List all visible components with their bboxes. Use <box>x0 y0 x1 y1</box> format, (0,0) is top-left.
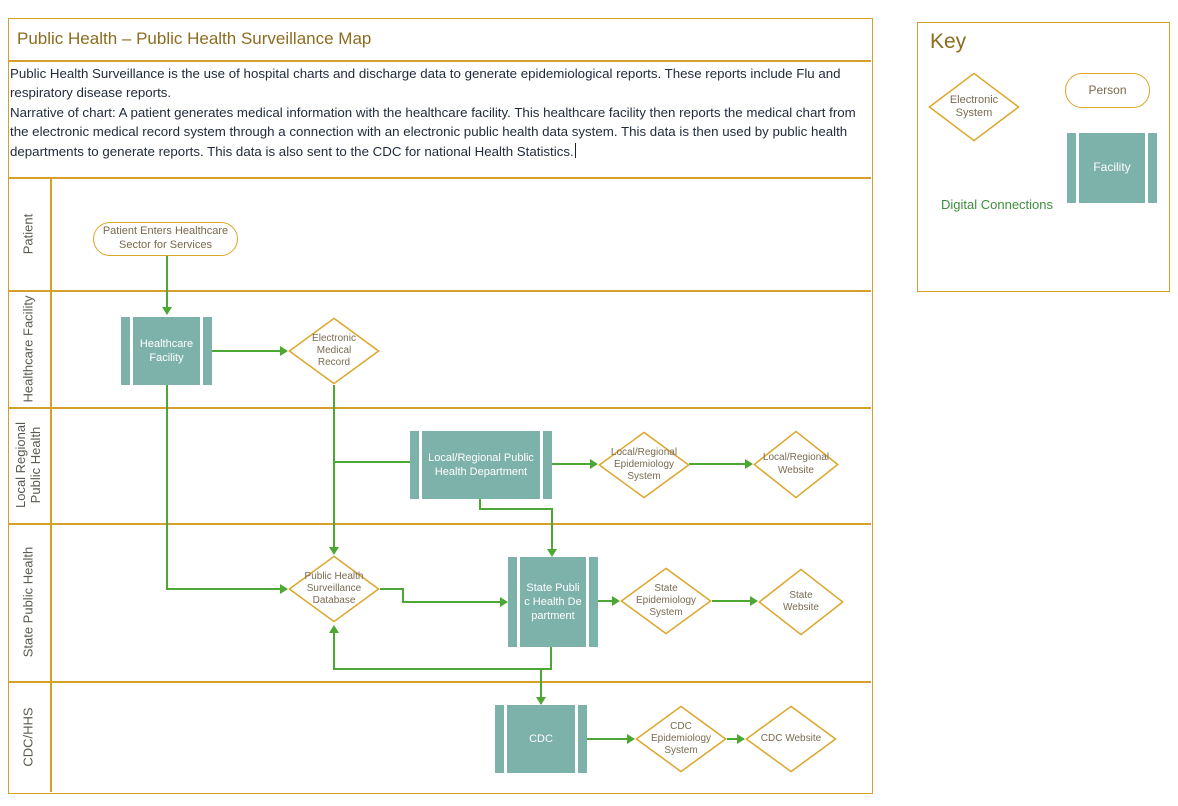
sidebar-stripe <box>130 317 133 385</box>
node-cdc-website[interactable]: CDC Website <box>745 705 837 773</box>
node-patient-enters-healthcare[interactable]: Patient Enters Healthcare Sector for Ser… <box>93 222 238 256</box>
connector-cdc-epi-to-cdc-website[interactable] <box>727 738 737 740</box>
connector-state-phd-to-cdc[interactable] <box>540 668 542 697</box>
arrowhead <box>329 547 339 555</box>
sidebar-stripe <box>586 557 589 647</box>
connector-emr-branch-to-local-phd[interactable] <box>334 461 410 463</box>
arrowhead <box>745 459 753 469</box>
key-person[interactable]: Person <box>1065 73 1150 108</box>
diamond-shape <box>620 567 712 635</box>
swimlane-label-patient[interactable]: Patient <box>20 213 36 254</box>
connector-local-phd-to-state-phd[interactable] <box>479 508 553 510</box>
arrowhead <box>536 697 546 705</box>
connector-state-phd-feedback[interactable] <box>550 647 552 670</box>
connector-local-phd-to-state-phd[interactable] <box>551 508 553 549</box>
connector-phs-database-to-state-phd[interactable] <box>402 588 404 603</box>
connector-state-phd-feedback[interactable] <box>333 668 552 670</box>
arrowhead <box>162 307 172 315</box>
swimlane-label-local-regional-public-health[interactable]: Local Regional Public Health <box>13 422 43 509</box>
arrowhead <box>280 584 288 594</box>
sidebar-stripe <box>200 317 203 385</box>
sidebar-stripe <box>517 557 520 647</box>
swimlane-label-cdc-hhs[interactable]: CDC/HHS <box>20 706 36 767</box>
connector-facility-to-phs-database[interactable] <box>166 385 168 590</box>
node-state-public-health-department[interactable]: State Public Health Department <box>508 557 598 647</box>
sidebar-stripe <box>1076 133 1079 203</box>
connector-state-epi-to-state-website[interactable] <box>712 600 750 602</box>
diamond-shape <box>288 555 380 623</box>
connector-phs-database-to-state-phd[interactable] <box>380 588 404 590</box>
key-digital-connections-label: Digital Connections <box>941 197 1054 212</box>
key-panel <box>917 22 1170 292</box>
diagram-frame <box>8 18 873 794</box>
key-title: Key <box>930 30 967 53</box>
arrowhead <box>627 734 635 744</box>
node-cdc-epidemiology-system[interactable]: CDC Epidemiology System <box>635 705 727 773</box>
description-text[interactable]: Public Health Surveillance is the use of… <box>10 64 866 161</box>
sidebar-stripe <box>575 705 578 773</box>
lane-divider <box>8 407 871 409</box>
node-public-health-surveillance-database[interactable]: Public Health Surveillance Database <box>288 555 380 623</box>
lane-divider <box>8 523 871 525</box>
diamond-shape <box>928 72 1020 142</box>
lane-divider <box>8 290 871 292</box>
connector-local-epi-to-local-website[interactable] <box>689 463 745 465</box>
connector-state-phd-to-state-epi[interactable] <box>598 600 612 602</box>
arrowhead <box>500 597 508 607</box>
sidebar-stripe <box>1145 133 1148 203</box>
arrowhead <box>329 625 339 633</box>
node-local-regional-public-health-department[interactable]: Local/Regional Public Health Department <box>410 431 552 499</box>
arrowhead <box>590 459 598 469</box>
arrowhead <box>547 549 557 557</box>
diamond-shape <box>745 705 837 773</box>
node-healthcare-facility[interactable]: Healthcare Facility <box>121 317 212 385</box>
connector-phs-database-to-state-phd[interactable] <box>402 601 500 603</box>
text-cursor <box>574 142 576 158</box>
sidebar-stripe <box>540 431 543 499</box>
node-state-website[interactable]: State Website <box>758 568 844 636</box>
connector-state-phd-feedback[interactable] <box>333 633 335 670</box>
arrowhead <box>612 596 620 606</box>
diamond-shape <box>758 568 844 636</box>
divider <box>8 60 871 62</box>
node-electronic-medical-record[interactable]: Electronic Medical Record <box>288 317 380 385</box>
description-paragraph-2: Narrative of chart: A patient generates … <box>10 104 856 159</box>
connector-patient-to-facility[interactable] <box>166 256 168 307</box>
diamond-shape <box>598 431 690 499</box>
node-cdc[interactable]: CDC <box>495 705 587 773</box>
node-state-epidemiology-system[interactable]: State Epidemiology System <box>620 567 712 635</box>
divider <box>8 177 871 179</box>
connector-local-phd-to-state-phd[interactable] <box>479 499 481 510</box>
arrowhead <box>750 596 758 606</box>
diamond-shape <box>753 430 839 499</box>
lane-divider <box>8 681 871 683</box>
sidebar-stripe <box>419 431 422 499</box>
swimlane-label-healthcare-facility[interactable]: Healthcare Facility <box>20 295 36 402</box>
description-paragraph-1: Public Health Surveillance is the use of… <box>10 66 841 101</box>
connector-local-phd-to-local-epi[interactable] <box>552 463 590 465</box>
diagram-title-bar: Public Health – Public Health Surveillan… <box>8 18 871 60</box>
key-electronic-system[interactable]: Electronic System <box>928 72 1020 142</box>
sidebar-stripe <box>504 705 507 773</box>
arrowhead <box>280 346 288 356</box>
connector-emr-to-phs-database[interactable] <box>333 385 335 547</box>
arrowhead <box>737 734 745 744</box>
connector-facility-to-phs-database[interactable] <box>166 588 280 590</box>
key-facility[interactable]: Facility <box>1067 133 1157 203</box>
lane-label-divider <box>50 177 52 792</box>
node-local-regional-website[interactable]: Local/Regional Website <box>753 430 839 499</box>
connector-facility-to-emr[interactable] <box>212 350 280 352</box>
swimlane-label-state-public-health[interactable]: State Public Health <box>20 546 36 658</box>
connector-cdc-to-cdc-epi[interactable] <box>587 738 627 740</box>
diagram-title: Public Health – Public Health Surveillan… <box>17 29 372 48</box>
node-local-regional-epidemiology-system[interactable]: Local/Regional Epidemiology System <box>598 431 690 499</box>
diamond-shape <box>635 705 727 773</box>
diamond-shape <box>288 317 380 385</box>
